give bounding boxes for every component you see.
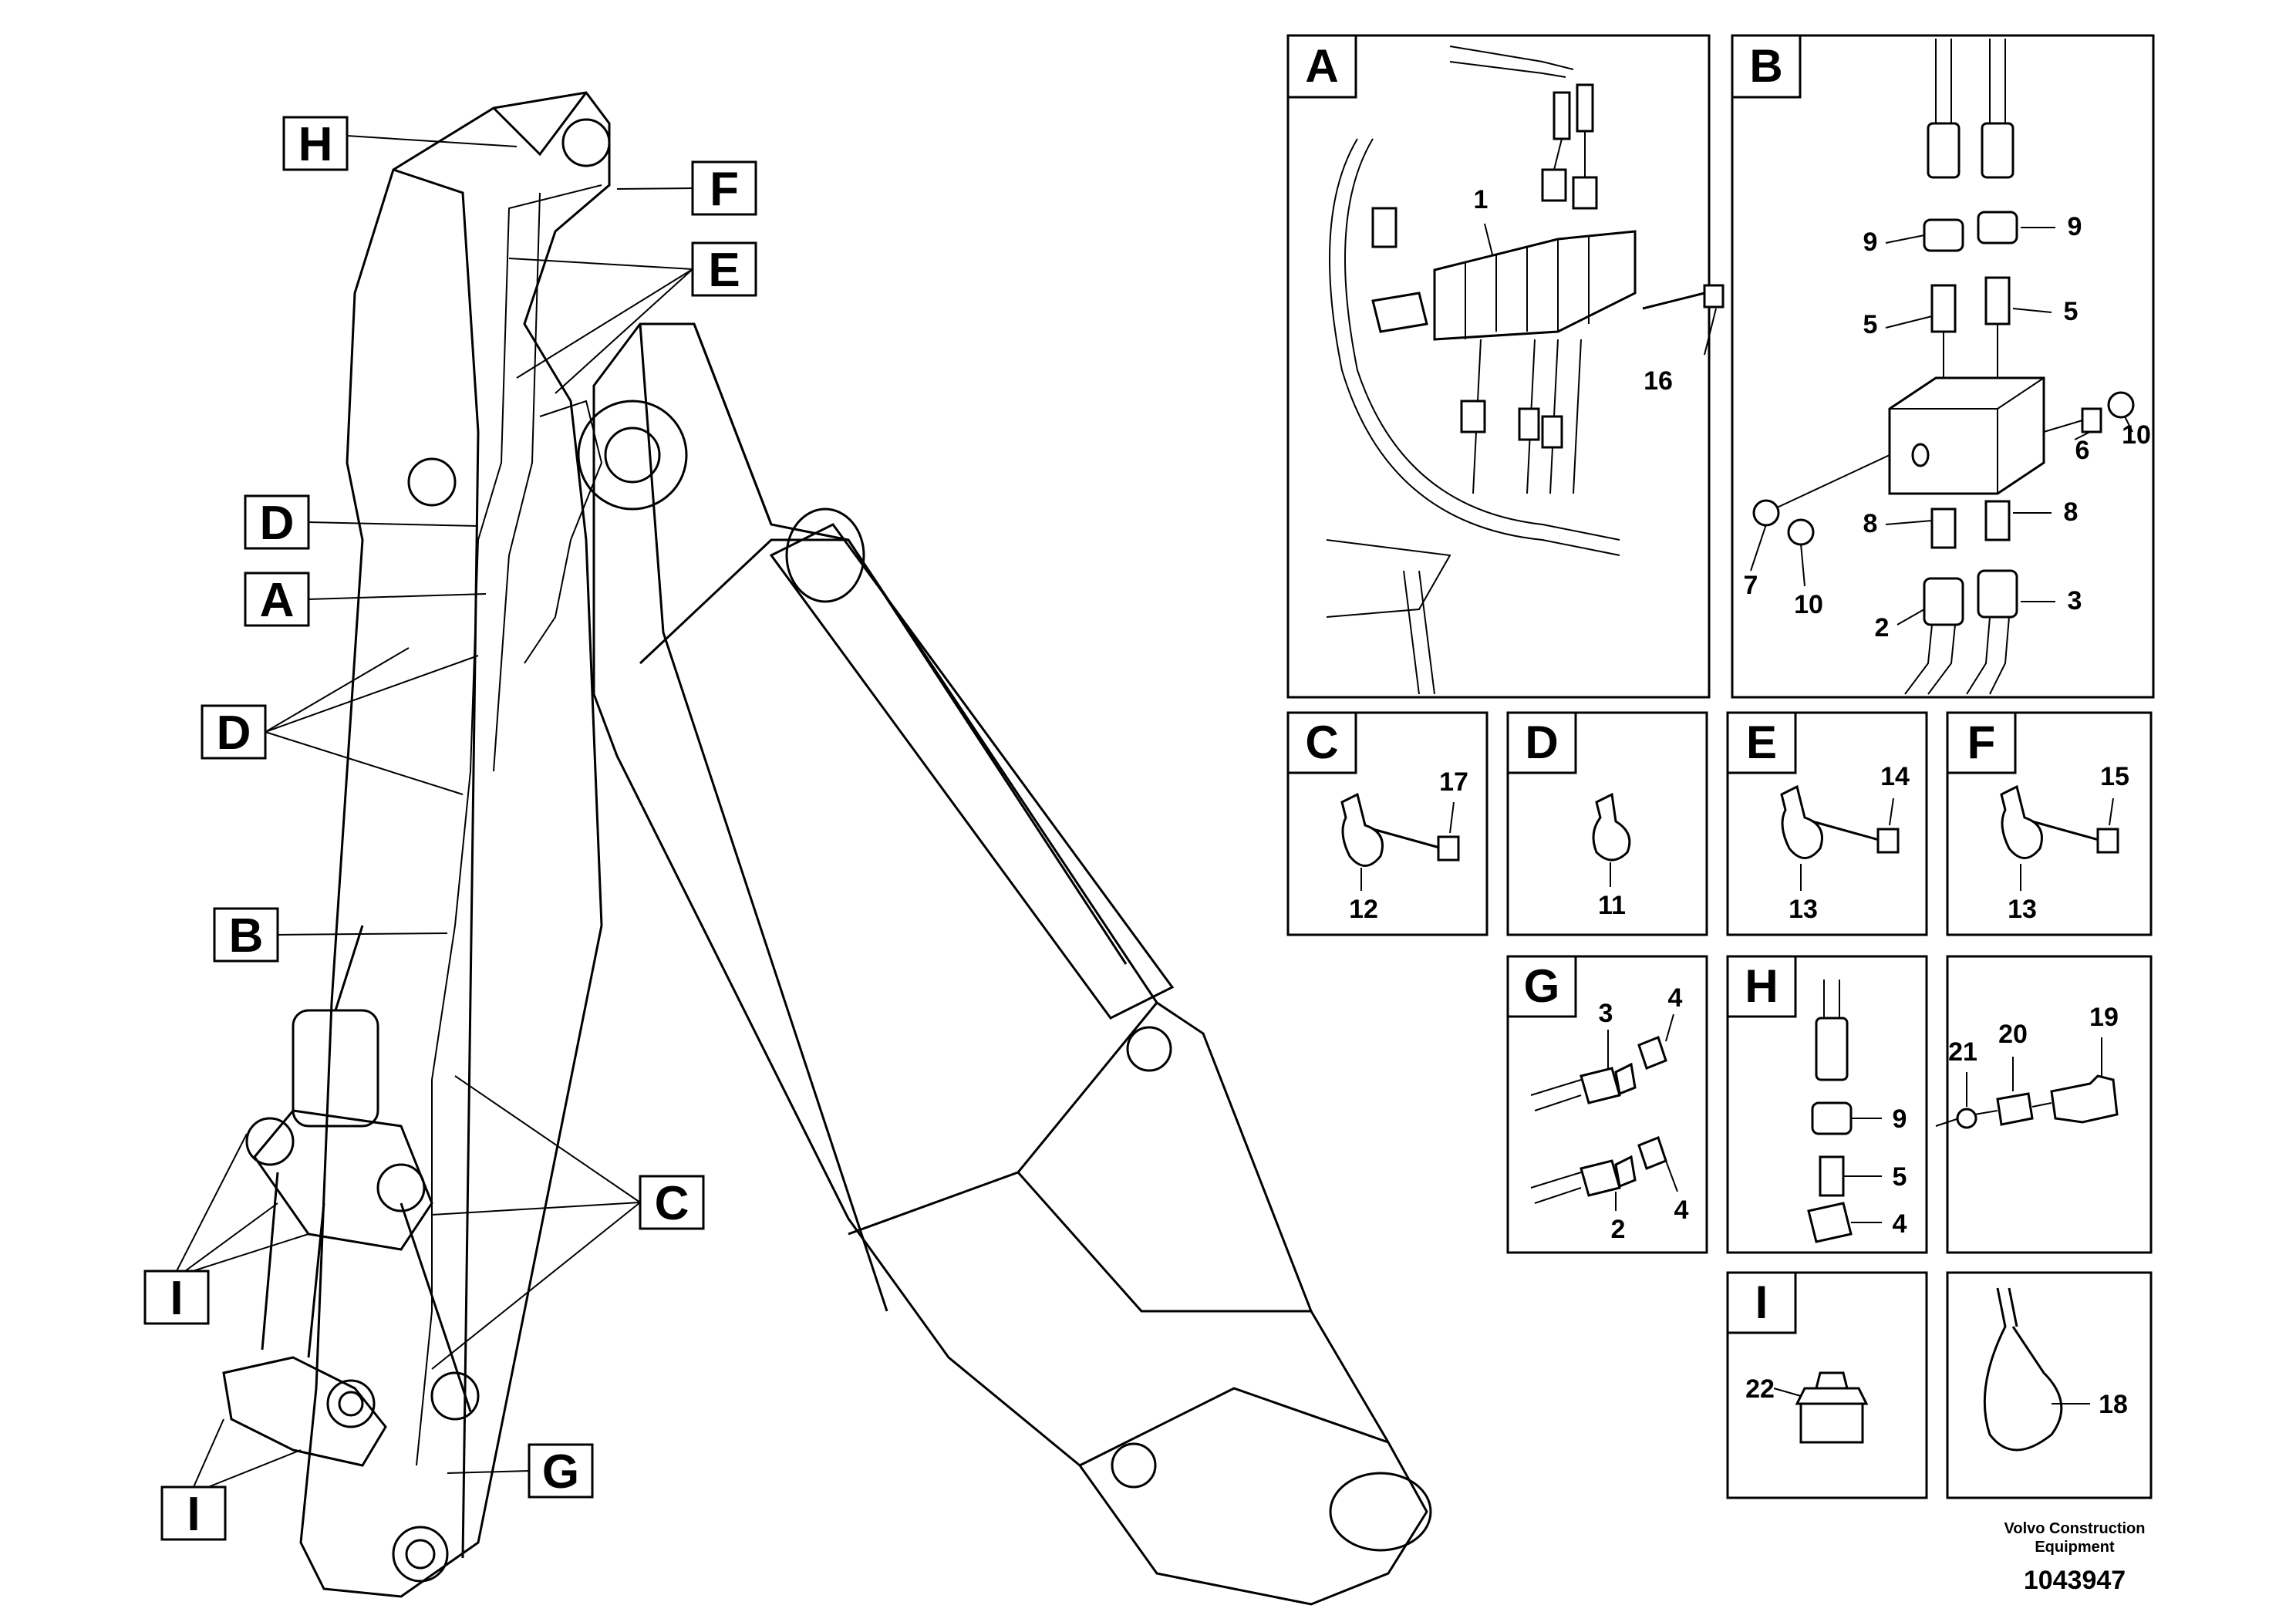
detail-panel-h: H 9 5 4 (1726, 955, 1928, 1254)
panel-b-num-8-left: 8 (1863, 509, 1878, 538)
panel-g-num-2: 2 (1611, 1215, 1626, 1244)
detail-panel-f: F 15 13 (1946, 711, 2153, 936)
callout-a: A (244, 572, 487, 627)
callout-e-label: E (708, 244, 740, 297)
panel-g-num-3: 3 (1599, 999, 1613, 1028)
panel-h-num-4: 4 (1893, 1209, 1907, 1239)
footer-company-line1: Volvo Construction (2004, 1520, 2146, 1537)
panel-grease-num-20: 20 (1998, 1020, 2028, 1049)
panel-f-num-15: 15 (2100, 762, 2129, 791)
panel-b-num-6: 6 (2075, 436, 2090, 465)
panel-b-num-8-right: 8 (2064, 497, 2079, 527)
panel-f-num-13: 13 (2008, 895, 2037, 924)
callout-a-label: A (260, 574, 295, 627)
callout-e: E (508, 241, 757, 394)
callout-i-upper-label: I (170, 1272, 183, 1325)
panel-a-num-16: 16 (1644, 366, 1673, 396)
panel-a-letter: A (1305, 40, 1338, 92)
detail-panel-cable-tie: 18 (1946, 1271, 2153, 1499)
detail-panel-b: B (1731, 34, 2155, 699)
footer: Volvo Construction Equipment 1043947 (2004, 1520, 2146, 1595)
panel-cable-tie-num-18: 18 (2099, 1390, 2128, 1419)
callouts: H F E D A D (143, 116, 757, 1541)
boom-illustration (222, 91, 1432, 1606)
callout-c: C (431, 1075, 705, 1370)
callout-d-top: D (244, 494, 479, 550)
panel-i-num-22: 22 (1745, 1374, 1775, 1404)
callout-b: B (213, 907, 448, 963)
callout-h: H (282, 116, 518, 171)
callout-d-middle-label: D (217, 706, 251, 760)
panel-i-letter: I (1755, 1276, 1768, 1328)
panel-d-letter: D (1525, 717, 1558, 768)
panel-b-num-5-left: 5 (1863, 310, 1878, 339)
panel-b-num-9-left: 9 (1863, 228, 1878, 257)
detail-panel-a: A 1 (1286, 34, 1725, 699)
panel-g-num-4-bottom: 4 (1674, 1195, 1689, 1225)
panel-h-letter: H (1745, 960, 1778, 1012)
detail-panel-d: D 11 (1506, 711, 1708, 936)
panel-c-letter: C (1305, 717, 1338, 768)
panel-b-num-7: 7 (1744, 571, 1758, 600)
panel-e-num-14: 14 (1880, 762, 1910, 791)
panel-b-num-10-right: 10 (2122, 420, 2151, 450)
detail-panel-i: I 22 (1726, 1271, 1928, 1499)
detail-panel-g: G 3 4 4 2 (1506, 955, 1708, 1254)
callout-i-lower-label: I (187, 1488, 200, 1541)
drawing-number: 1043947 (2024, 1566, 2126, 1595)
panel-g-num-4-top: 4 (1668, 983, 1683, 1013)
detail-panel-grease-fittings: 21 20 19 (1935, 955, 2153, 1254)
panel-h-num-5: 5 (1893, 1162, 1907, 1192)
panel-d-num-11: 11 (1598, 891, 1626, 920)
callout-f: F (616, 160, 757, 216)
panel-b-letter: B (1749, 40, 1782, 92)
panel-b-num-5-right: 5 (2064, 297, 2079, 326)
panel-e-letter: E (1746, 717, 1777, 768)
callout-g-label: G (542, 1445, 579, 1499)
panel-f-letter: F (1967, 717, 1996, 768)
panel-c-num-12: 12 (1349, 895, 1378, 924)
panel-g-letter: G (1524, 960, 1560, 1012)
detail-panel-c: C 17 12 (1286, 711, 1489, 936)
panel-a-num-1: 1 (1474, 185, 1489, 214)
panel-c-num-17: 17 (1439, 767, 1468, 797)
panel-grease-num-19: 19 (2089, 1003, 2119, 1032)
callout-g: G (447, 1443, 594, 1499)
callout-f-label: F (710, 163, 739, 216)
footer-company-line2: Equipment (2035, 1539, 2115, 1556)
panel-e-num-13: 13 (1789, 895, 1818, 924)
panel-b-num-10-bottom: 10 (1794, 590, 1823, 619)
callout-i-lower: I (160, 1418, 302, 1541)
callout-c-label: C (655, 1177, 689, 1230)
panel-b-num-3: 3 (2068, 586, 2082, 615)
callout-h-label: H (298, 118, 333, 171)
panel-grease-num-21: 21 (1948, 1037, 1977, 1067)
panel-h-num-9: 9 (1893, 1104, 1907, 1134)
panel-b-num-2: 2 (1875, 613, 1890, 642)
callout-d-top-label: D (260, 497, 295, 550)
callout-d-middle: D (201, 647, 479, 795)
detail-panel-e: E 14 13 (1726, 711, 1928, 936)
panel-b-num-9-right: 9 (2068, 212, 2082, 241)
callout-b-label: B (229, 909, 264, 963)
callout-i-upper: I (143, 1133, 309, 1325)
